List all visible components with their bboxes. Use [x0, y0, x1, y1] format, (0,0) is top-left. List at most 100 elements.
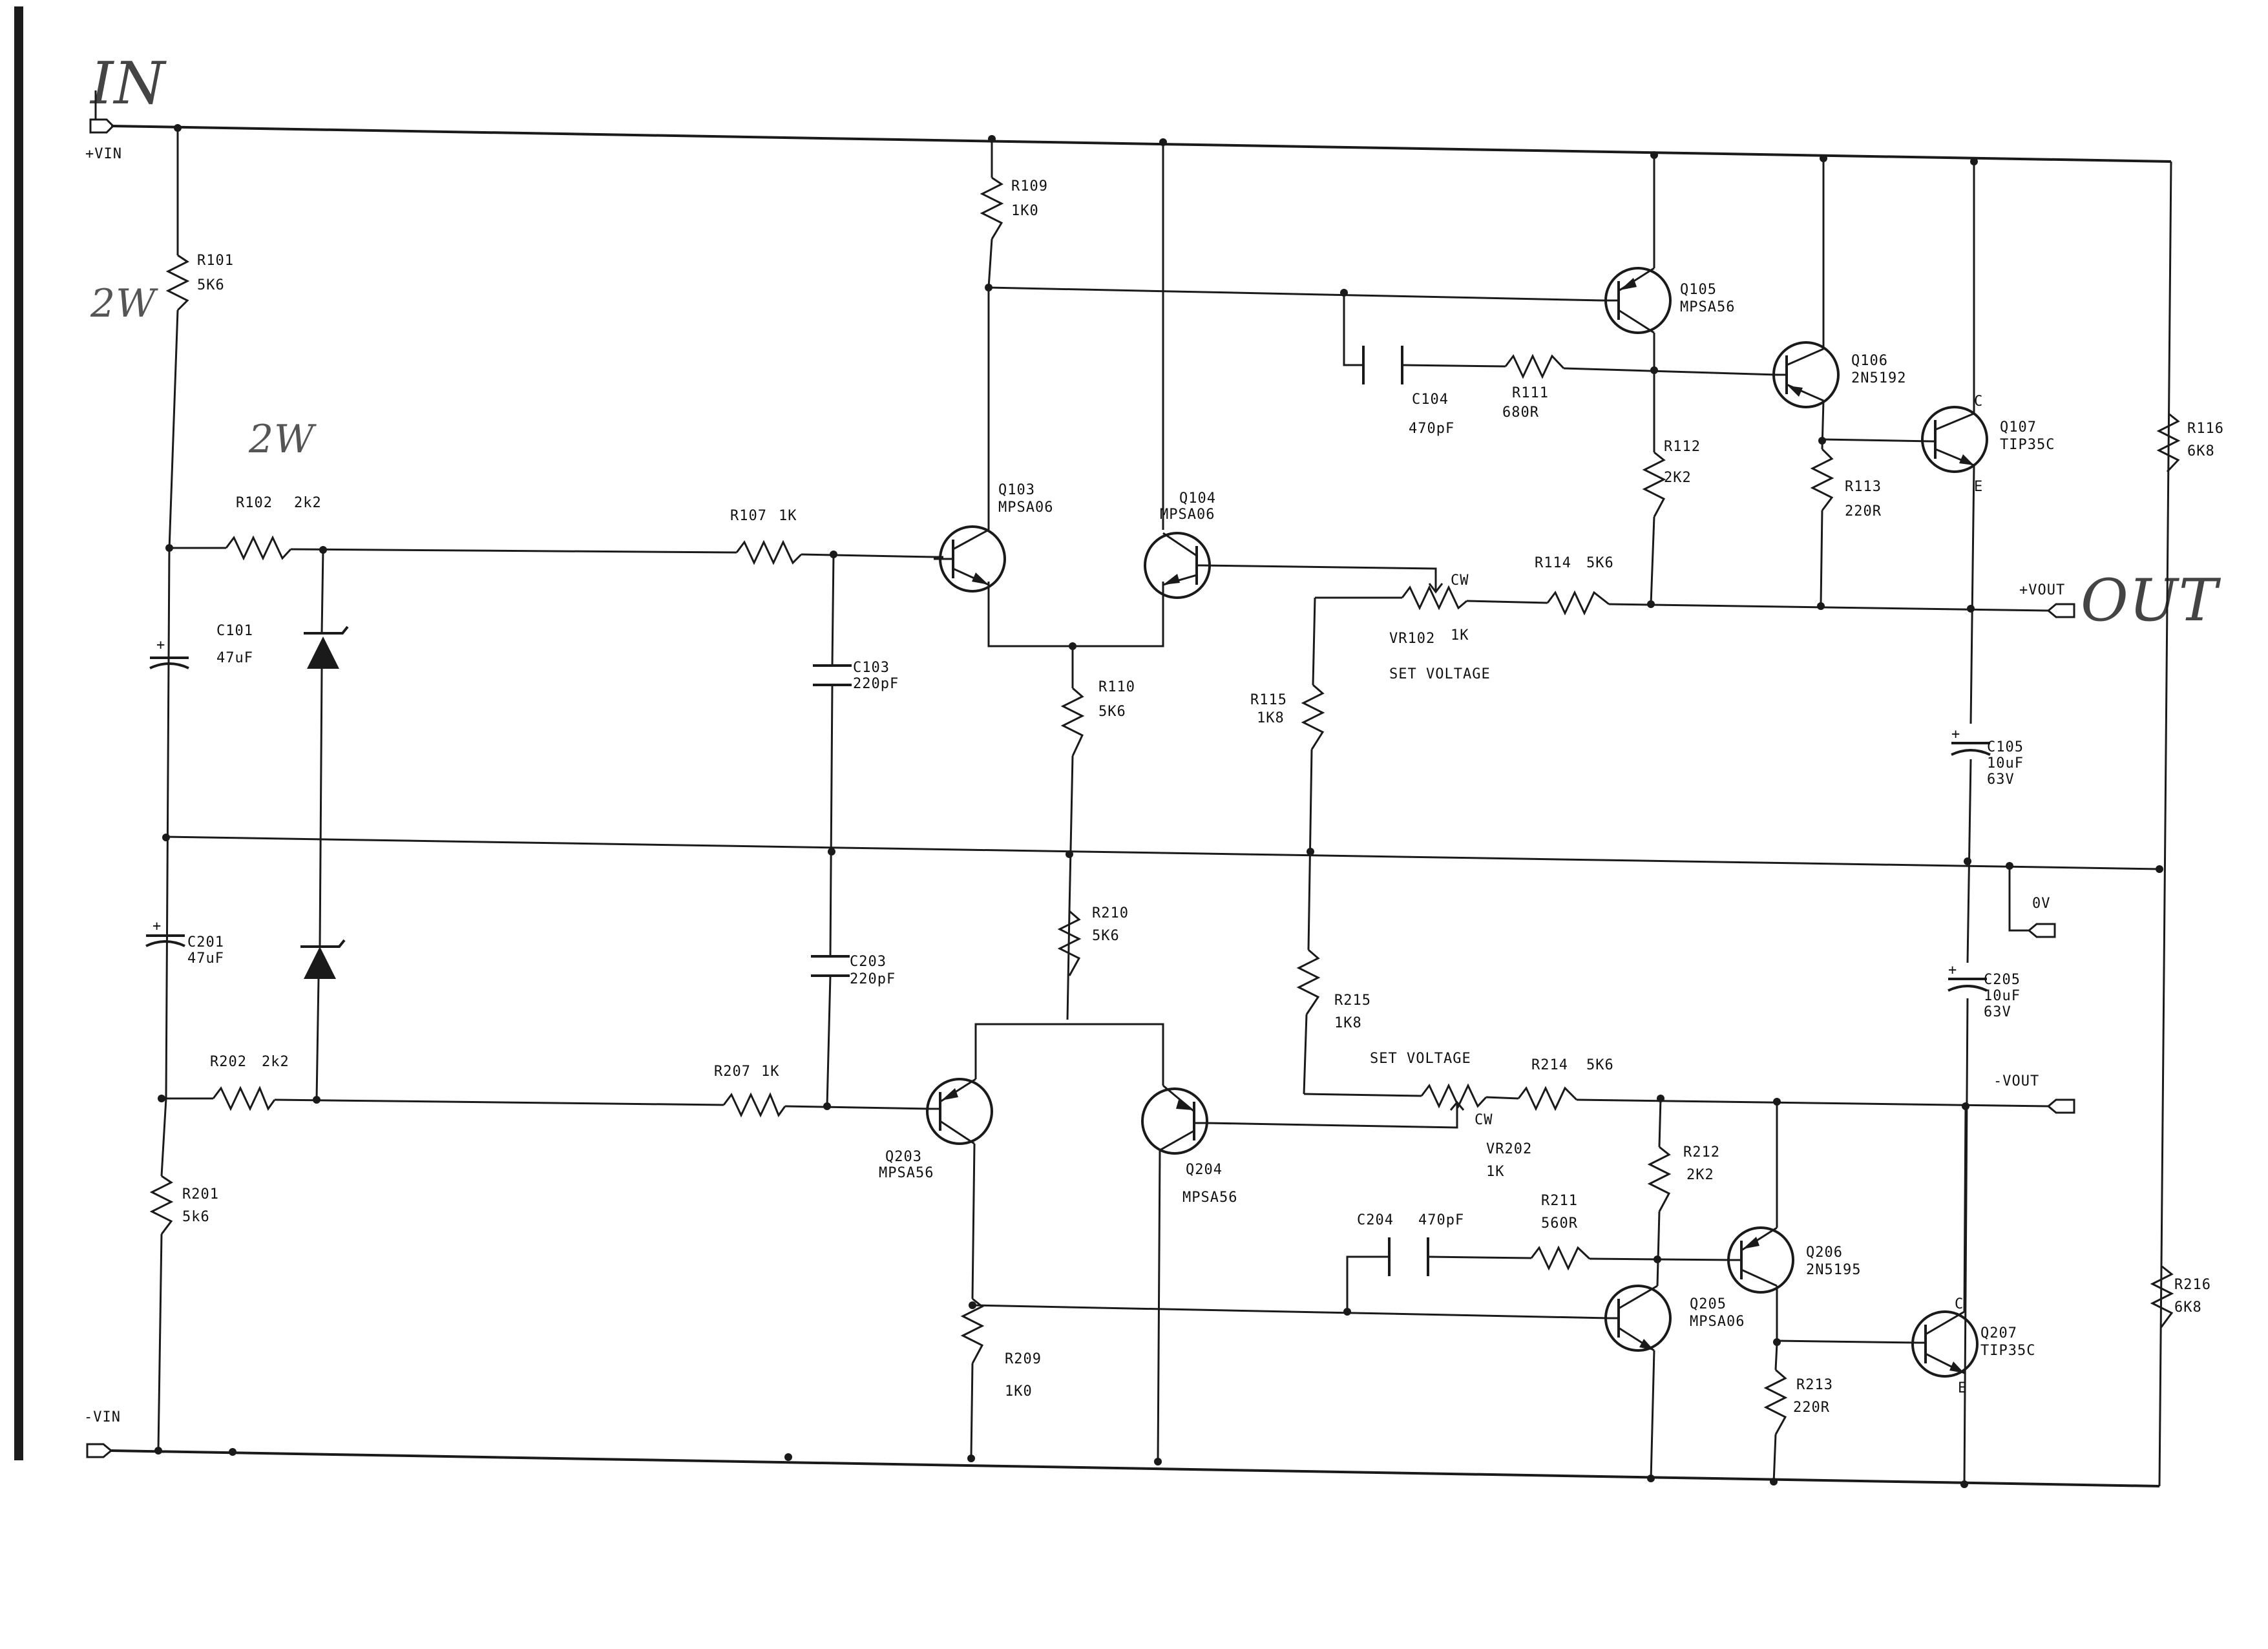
label-vout-pos: +VOUT — [2019, 582, 2065, 598]
capacitor-c204 — [1388, 1237, 1429, 1276]
label-r115-value: 1K8 — [1257, 710, 1285, 726]
resistor-r102 — [225, 535, 292, 561]
resistor-r113 — [1810, 448, 1834, 511]
transistor-q105 — [1602, 267, 1672, 334]
port-zero-v — [2027, 923, 2056, 938]
transistor-q104 — [1144, 532, 1211, 599]
label-q107-type: TIP35C — [2000, 437, 2055, 453]
label-r102-ref: R102 — [236, 495, 273, 511]
label-r116-ref: R116 — [2187, 421, 2224, 437]
label-q104-type: MPSA06 — [1160, 507, 1215, 523]
handwritten-out: OUT — [2081, 567, 2221, 635]
label-r210-ref: R210 — [1092, 905, 1129, 921]
label-q107-ref: Q107 — [2000, 419, 2037, 436]
transistor-q106 — [1772, 341, 1840, 408]
label-c101-plus: + — [156, 637, 165, 653]
label-q205-type: MPSA06 — [1690, 1314, 1745, 1330]
label-r207-value: 1K — [761, 1064, 780, 1080]
label-r111-value: 680R — [1502, 404, 1539, 421]
label-c201-ref: C201 — [187, 934, 224, 951]
label-c205-value: 10uF — [1984, 988, 2021, 1004]
capacitor-c105 — [1951, 742, 1991, 756]
label-c104-value: 470pF — [1409, 421, 1454, 437]
labels: +VIN -VIN +VOUT -VOUT 0V R101 5K6 R102 2… — [84, 146, 2224, 1425]
transistor-q205 — [1604, 1285, 1672, 1352]
resistor-r213 — [1763, 1369, 1788, 1435]
resistor-r116 — [2156, 412, 2181, 473]
label-c205-rating: 63V — [1984, 1004, 2011, 1020]
label-q203-ref: Q203 — [885, 1149, 922, 1165]
transistor-q204 — [1141, 1084, 1208, 1155]
label-c105-ref: C105 — [1987, 739, 2024, 755]
label-c203-value: 220pF — [850, 971, 896, 987]
label-q206-ref: Q206 — [1806, 1245, 1843, 1261]
resistor-r207 — [722, 1092, 786, 1118]
label-q205-ref: Q205 — [1690, 1296, 1727, 1312]
label-q107-c: C — [1974, 394, 1983, 410]
label-vr102-ref: VR102 — [1389, 631, 1435, 647]
label-r209-ref: R209 — [1005, 1351, 1042, 1367]
transistor-q107 — [1921, 406, 1988, 473]
pot-vr102 — [1401, 578, 1467, 611]
handwritten-2w-r101: 2W — [90, 281, 158, 326]
port-vin-neg — [86, 1443, 113, 1458]
resistor-r214 — [1517, 1086, 1578, 1111]
label-r109-value: 1K0 — [1011, 203, 1039, 219]
capacitor-c201 — [145, 934, 185, 947]
label-r215-ref: R215 — [1334, 993, 1371, 1009]
resistor-r115 — [1301, 684, 1325, 750]
label-c101-value: 47uF — [216, 650, 253, 666]
handwritten-2w-r102: 2W — [248, 417, 317, 462]
label-r110-ref: R110 — [1098, 679, 1135, 695]
label-r101-ref: R101 — [197, 253, 234, 269]
label-q203-type: MPSA56 — [879, 1165, 934, 1181]
label-r112-value: 2K2 — [1664, 470, 1692, 486]
capacitor-c104 — [1362, 346, 1403, 384]
scan-edge — [14, 6, 23, 1460]
capacitor-c101 — [149, 656, 189, 669]
label-r114-value: 5K6 — [1586, 555, 1614, 571]
transistor-q207 — [1911, 1310, 1979, 1378]
label-vr102-value: 1K — [1451, 627, 1469, 644]
resistor-r209 — [960, 1297, 985, 1364]
resistor-r112 — [1642, 451, 1666, 518]
resistor-r107 — [735, 540, 803, 565]
label-vout-neg: -VOUT — [1993, 1073, 2039, 1089]
label-vr202-cw: CW — [1475, 1112, 1493, 1128]
label-r102-value: 2k2 — [294, 495, 322, 511]
wires — [110, 125, 2172, 1487]
resistor-r216 — [2150, 1265, 2174, 1329]
capacitor-c205 — [1948, 978, 1988, 992]
label-r202-value: 2k2 — [262, 1054, 289, 1070]
label-vr202-caption: SET VOLTAGE — [1370, 1051, 1471, 1067]
port-vout-neg — [2046, 1098, 2075, 1114]
label-q105-ref: Q105 — [1680, 282, 1717, 298]
label-c201-plus: + — [152, 918, 162, 934]
label-vr202-value: 1K — [1486, 1164, 1505, 1180]
label-q103-type: MPSA06 — [998, 499, 1053, 516]
label-r112-ref: R112 — [1664, 439, 1701, 455]
label-vr102-cw: CW — [1451, 572, 1469, 589]
label-r109-ref: R109 — [1011, 178, 1048, 194]
resistor-r111 — [1504, 353, 1565, 379]
label-r212-value: 2K2 — [1686, 1167, 1714, 1183]
label-r201-value: 5k6 — [182, 1209, 210, 1225]
label-r110-value: 5K6 — [1098, 704, 1126, 720]
label-r213-value: 220R — [1793, 1400, 1830, 1416]
label-r214-value: 5K6 — [1586, 1057, 1614, 1073]
zener-diode-lower — [300, 939, 346, 979]
label-r113-ref: R113 — [1845, 479, 1882, 495]
label-r101-value: 5K6 — [197, 277, 225, 293]
label-r202-ref: R202 — [210, 1054, 247, 1070]
resistor-r212 — [1647, 1146, 1672, 1212]
label-r210-value: 5K6 — [1092, 928, 1120, 944]
junctions — [154, 124, 2163, 1488]
label-q206-type: 2N5195 — [1806, 1262, 1861, 1278]
label-r115-ref: R115 — [1250, 692, 1287, 708]
label-c103-ref: C103 — [853, 660, 890, 676]
label-c105-value: 10uF — [1987, 755, 2024, 772]
label-c104-ref: C104 — [1412, 392, 1449, 408]
label-vin-pos: +VIN — [85, 146, 122, 162]
capacitor-c203 — [811, 955, 850, 977]
